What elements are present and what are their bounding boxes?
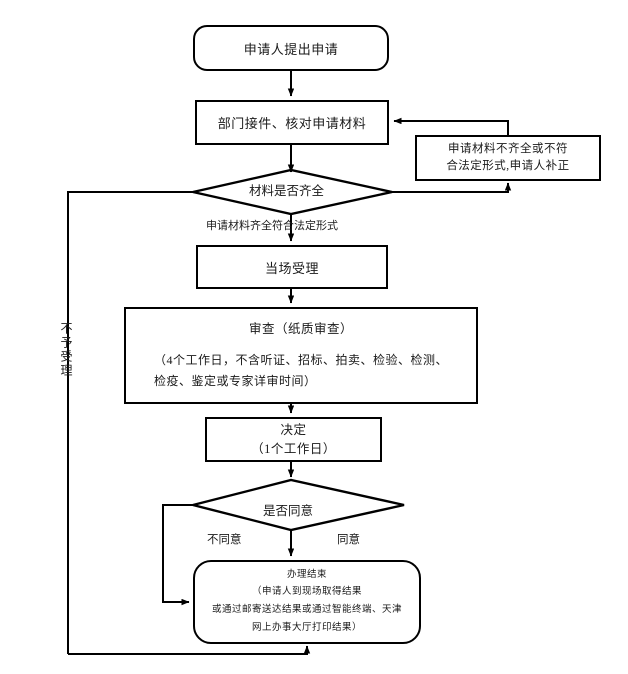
node-applicant-submits[interactable]: 申请人提出申请 — [193, 25, 389, 71]
edge-label-legal-form: 申请材料齐全符合法定形式 — [206, 220, 338, 232]
node-finish-line1: 办理结束 — [286, 569, 327, 580]
edge-supplement-to-receive — [393, 117, 509, 135]
node-finish-line2: （申请人到现场取得结果 — [251, 587, 362, 598]
node-supplement-line2: 合法定形式,申请人补正 — [446, 160, 570, 172]
node-receive-label: 部门接件、核对申请材料 — [217, 116, 367, 131]
node-review-detail-line1: （4个工作日，不含听证、招标、拍卖、检验、检测、 — [153, 353, 448, 367]
node-department-receives[interactable]: 部门接件、核对申请材料 — [195, 100, 389, 145]
edge-label-reject: 不予受理 — [59, 322, 73, 378]
edge-disagree-to-finish — [162, 504, 193, 606]
edge-label-agree: 同意 — [337, 534, 360, 546]
node-decision-line1: 决定 — [280, 423, 307, 438]
edge-materials-reject-rail — [67, 191, 193, 654]
node-accept-label: 当场受理 — [264, 260, 319, 276]
node-review-detail-line2: 检疫、鉴定或专家详审时间） — [153, 374, 317, 388]
node-agree-query-label: 是否同意 — [263, 504, 314, 518]
node-materials-complete-label: 材料是否齐全 — [249, 184, 325, 198]
edge-reject-rail-to-finish — [68, 645, 311, 655]
node-process-finished[interactable]: 办理结束 （申请人到现场取得结果 或通过邮寄送达结果或通过智能终端、天津 网上办… — [193, 560, 421, 644]
node-decision[interactable]: 决定 （1个工作日） — [205, 417, 382, 462]
edge-label-disagree: 不同意 — [207, 534, 242, 546]
node-decision-line2: （1个工作日） — [251, 441, 336, 456]
node-supplement-materials[interactable]: 申请材料不齐全或不符 合法定形式,申请人补正 — [415, 135, 601, 181]
node-review-title: 审查（纸质审查） — [248, 322, 353, 336]
edge-materials-to-supplement — [392, 182, 512, 193]
node-review-paper[interactable]: 审查（纸质审查） （4个工作日，不含听证、招标、拍卖、检验、检测、 检疫、鉴定或… — [124, 307, 478, 404]
node-finish-line3: 或通过邮寄送达结果或通过智能终端、天津 — [211, 605, 402, 615]
node-finish-line4: 网上办事大厅打印结果） — [251, 622, 362, 633]
diamond-agree-query — [192, 478, 405, 532]
node-accept-on-site[interactable]: 当场受理 — [196, 245, 388, 289]
node-start-label: 申请人提出申请 — [243, 41, 339, 57]
node-supplement-line1: 申请材料不齐全或不符 — [448, 142, 568, 155]
